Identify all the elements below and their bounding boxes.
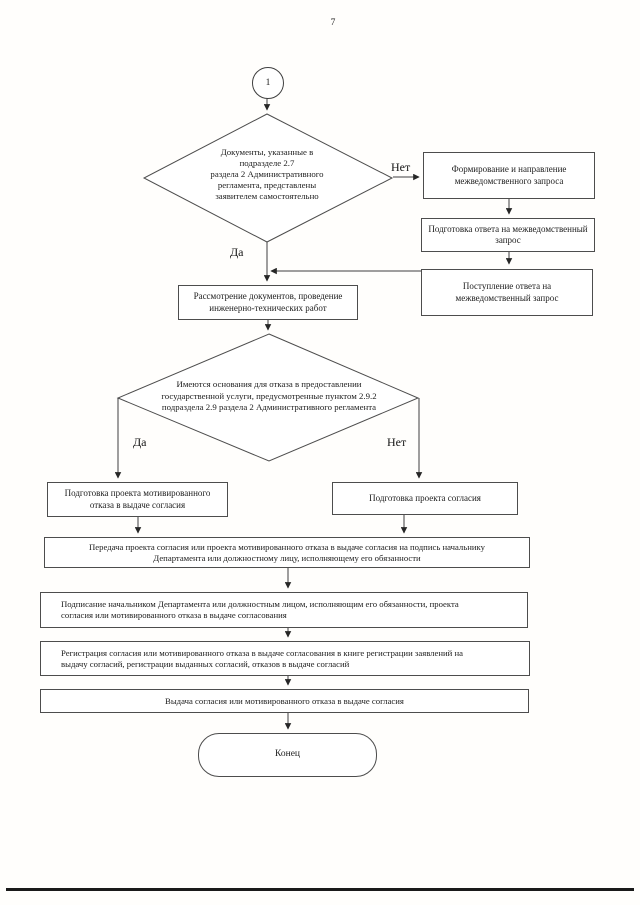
process-prepare-consent: Подготовка проекта согласия — [332, 482, 518, 515]
process-prepare-consent-text: Подготовка проекта согласия — [369, 492, 481, 503]
process-form-interagency-request: Формирование и направление межведомствен… — [423, 152, 595, 199]
page-number: 7 — [330, 18, 336, 28]
start-connector-label: 1 — [265, 78, 271, 88]
process-review-documents-text: Рассмотрение документов, проведение инже… — [193, 291, 343, 313]
process-receive-answer: Поступление ответа на межведомственный з… — [421, 269, 593, 316]
process-registration-text: Регистрация согласия или мотивированного… — [61, 647, 463, 669]
footer-rule — [6, 888, 634, 891]
decision-diamond-refusal-grounds — [116, 333, 420, 462]
decision-refusal-grounds-text: Имеются основания для отказа в предостав… — [161, 379, 377, 412]
process-prepare-refusal: Подготовка проекта мотивированного отказ… — [47, 482, 228, 517]
process-signing-text: Подписание начальником Департамента или … — [61, 599, 459, 620]
start-connector-circle: 1 — [252, 67, 284, 99]
process-form-interagency-request-text: Формирование и направление межведомствен… — [451, 164, 567, 186]
process-prepare-refusal-text: Подготовка проекта мотивированного отказ… — [64, 488, 211, 510]
branch-label-no-1: Нет — [391, 160, 411, 174]
process-issue-consent-text: Выдача согласия или мотивированного отка… — [165, 695, 404, 706]
branch-label-yes-2: Да — [133, 435, 147, 449]
process-transfer-for-signature-text: Передача проекта согласия или проекта мо… — [89, 541, 485, 563]
branch-label-no-2: Нет — [387, 435, 407, 449]
branch-label-yes-1: Да — [230, 245, 244, 259]
process-registration: Регистрация согласия или мотивированного… — [40, 641, 530, 676]
process-transfer-for-signature: Передача проекта согласия или проекта мо… — [44, 537, 530, 568]
process-receive-answer-text: Поступление ответа на межведомственный з… — [455, 281, 559, 303]
process-prepare-answer: Подготовка ответа на межведомственный за… — [421, 218, 595, 252]
terminator-end-text: Конец — [275, 749, 300, 760]
decision-documents-text: Документы, указанные в подразделе 2.7 ра… — [210, 147, 324, 201]
process-issue-consent: Выдача согласия или мотивированного отка… — [40, 689, 529, 713]
terminator-end: Конец — [198, 733, 377, 777]
process-signing: Подписание начальником Департамента или … — [40, 592, 528, 628]
process-review-documents: Рассмотрение документов, проведение инже… — [178, 285, 358, 320]
process-prepare-answer-text: Подготовка ответа на межведомственный за… — [428, 223, 588, 245]
